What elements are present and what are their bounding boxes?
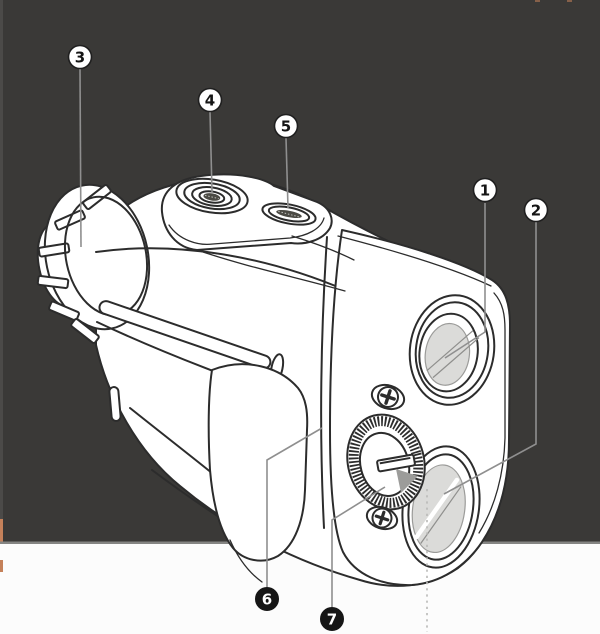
face-top-inner-line bbox=[337, 235, 492, 287]
leader-lines bbox=[79, 68, 537, 607]
callout-label-2: 2 bbox=[531, 201, 541, 219]
body-groove-strip bbox=[98, 300, 272, 370]
screw-top bbox=[370, 383, 406, 411]
leader-line-2 bbox=[443, 222, 537, 495]
top-round-button bbox=[175, 177, 249, 215]
side-cover bbox=[207, 363, 309, 562]
left-edge-artifact-2 bbox=[0, 560, 3, 572]
leader-line-1 bbox=[444, 203, 486, 359]
front-edge-line bbox=[96, 321, 214, 372]
top-button-platform bbox=[160, 173, 355, 292]
left-edge-artifact bbox=[0, 519, 3, 542]
leader-line-3 bbox=[79, 68, 82, 248]
screw-bottom bbox=[365, 505, 399, 531]
top-edge-line bbox=[95, 247, 346, 291]
callout-markers: 1 2 3 4 5 6 7 bbox=[67, 44, 549, 631]
direction-arrow bbox=[396, 469, 418, 493]
platform-inner-line bbox=[168, 217, 325, 246]
callout-marker-1: 1 bbox=[472, 177, 498, 203]
callout-marker-5: 5 bbox=[273, 113, 299, 139]
under-cover-seam bbox=[229, 539, 263, 583]
platform-skirt-line bbox=[291, 235, 355, 261]
callout-marker-4: 4 bbox=[197, 87, 223, 113]
leader-line-5 bbox=[285, 137, 289, 209]
callout-label-3: 3 bbox=[75, 48, 85, 66]
callout-marker-3: 3 bbox=[67, 44, 93, 70]
face-boundary-line bbox=[320, 236, 328, 529]
callout-marker-7: 7 bbox=[320, 607, 344, 631]
objective-lens bbox=[408, 294, 496, 406]
callout-label-4: 4 bbox=[205, 91, 215, 109]
callout-marker-6: 6 bbox=[255, 587, 279, 611]
top-oval-button bbox=[261, 202, 317, 226]
backdrop-left-edge bbox=[0, 0, 3, 542]
lanyard-slot bbox=[108, 386, 122, 422]
leader-line-6 bbox=[266, 427, 323, 587]
top-edge-artifact bbox=[535, 0, 540, 2]
leader-line-4 bbox=[209, 111, 213, 193]
callout-label-1: 1 bbox=[480, 181, 490, 199]
callout-label-5: 5 bbox=[281, 117, 291, 135]
eyepiece bbox=[36, 183, 151, 344]
leader-line-7 bbox=[331, 486, 386, 607]
callout-label-6: 6 bbox=[262, 590, 272, 608]
platform-skirt-line-2 bbox=[196, 249, 346, 292]
objective-lens-glass bbox=[424, 322, 471, 386]
face-right-inner-line bbox=[478, 292, 506, 534]
wheel-slot bbox=[376, 453, 416, 473]
wheel-knurling bbox=[348, 416, 424, 508]
callout-marker-2: 2 bbox=[523, 197, 549, 223]
top-edge-artifact-2 bbox=[567, 0, 572, 2]
callout-label-7: 7 bbox=[327, 610, 337, 628]
